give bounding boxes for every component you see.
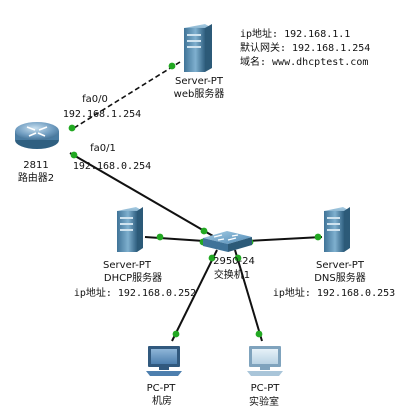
server-icon <box>324 207 350 252</box>
dns-server-model-label: Server-PT <box>316 260 365 271</box>
dhcp-server-ip-label: ip地址: 192.168.0.252 <box>74 286 196 299</box>
switch-model-label: 2950-24 <box>213 256 255 267</box>
web-ip-label: ip地址: 192.168.1.1 <box>240 27 350 40</box>
link-light-dhcp-server <box>156 233 164 241</box>
links <box>69 61 323 342</box>
web-server-name-label: web服务器 <box>174 87 225 100</box>
link-light-router-fa0-0 <box>68 124 76 132</box>
pc-icon <box>146 346 182 376</box>
router-name-label: 路由器2 <box>18 171 54 184</box>
router-model-label: 2811 <box>23 160 48 171</box>
router-node[interactable]: fa0/0 192.168.1.254 fa0/1 192.168.0.254 … <box>15 94 151 184</box>
link-light-switch-router <box>200 227 208 235</box>
link-dhcp-switch[interactable] <box>144 236 205 242</box>
link-light-router-fa0-1 <box>70 151 78 159</box>
dns-server-node[interactable]: Server-PT DNS服务器 ip地址: 192.168.0.253 <box>273 207 395 299</box>
router-iface-fa0-1: fa0/1 <box>90 143 116 154</box>
server-icon <box>117 207 143 252</box>
pc-icon <box>247 346 283 376</box>
web-gateway-label: 默认网关: 192.168.1.254 <box>240 41 370 54</box>
pc1-node[interactable]: PC-PT 机房 <box>146 346 182 407</box>
web-server-model-label: Server-PT <box>175 76 224 87</box>
link-light-switch-pc1 <box>208 254 216 262</box>
pc2-node[interactable]: PC-PT 实验室 <box>247 346 283 408</box>
dhcp-server-name-label: DHCP服务器 <box>104 271 162 284</box>
dns-server-name-label: DNS服务器 <box>314 271 366 284</box>
switch-icon <box>203 231 252 252</box>
switch-name-label: 交换机1 <box>214 268 250 281</box>
dhcp-server-node[interactable]: Server-PT DHCP服务器 ip地址: 192.168.0.252 <box>74 207 196 299</box>
link-light-switch-pc2 <box>234 254 242 262</box>
dns-server-ip-label: ip地址: 192.168.0.253 <box>273 286 395 299</box>
router-ip-fa0-1: 192.168.0.254 <box>73 161 151 172</box>
router-icon <box>15 122 59 149</box>
server-icon <box>184 24 212 72</box>
pc1-name-label: 机房 <box>152 394 172 407</box>
switch-node[interactable]: 2950-24 交换机1 <box>203 231 255 281</box>
web-server-node[interactable]: Server-PT web服务器 <box>174 24 225 100</box>
link-switch-pc2[interactable] <box>234 249 263 342</box>
router-iface-fa0-0: fa0/0 <box>82 94 108 105</box>
pc2-model-label: PC-PT <box>251 383 281 394</box>
link-router-web-server[interactable] <box>73 61 181 129</box>
link-light-pc2 <box>255 330 263 338</box>
link-light-dns-server <box>314 233 322 241</box>
link-light-web-server <box>168 62 176 70</box>
link-dns-switch[interactable] <box>247 236 323 242</box>
web-server-info-note: ip地址: 192.168.1.1 默认网关: 192.168.1.254 域名… <box>240 27 370 68</box>
dhcp-server-model-label: Server-PT <box>103 260 152 271</box>
pc1-model-label: PC-PT <box>147 383 177 394</box>
pc2-name-label: 实验室 <box>249 395 279 408</box>
router-ip-fa0-0: 192.168.1.254 <box>63 109 141 120</box>
link-light-pc1 <box>172 330 180 338</box>
web-domain-label: 域名: www.dhcptest.com <box>240 55 368 68</box>
link-router-switch[interactable] <box>69 152 214 237</box>
link-switch-pc1[interactable] <box>171 249 218 342</box>
